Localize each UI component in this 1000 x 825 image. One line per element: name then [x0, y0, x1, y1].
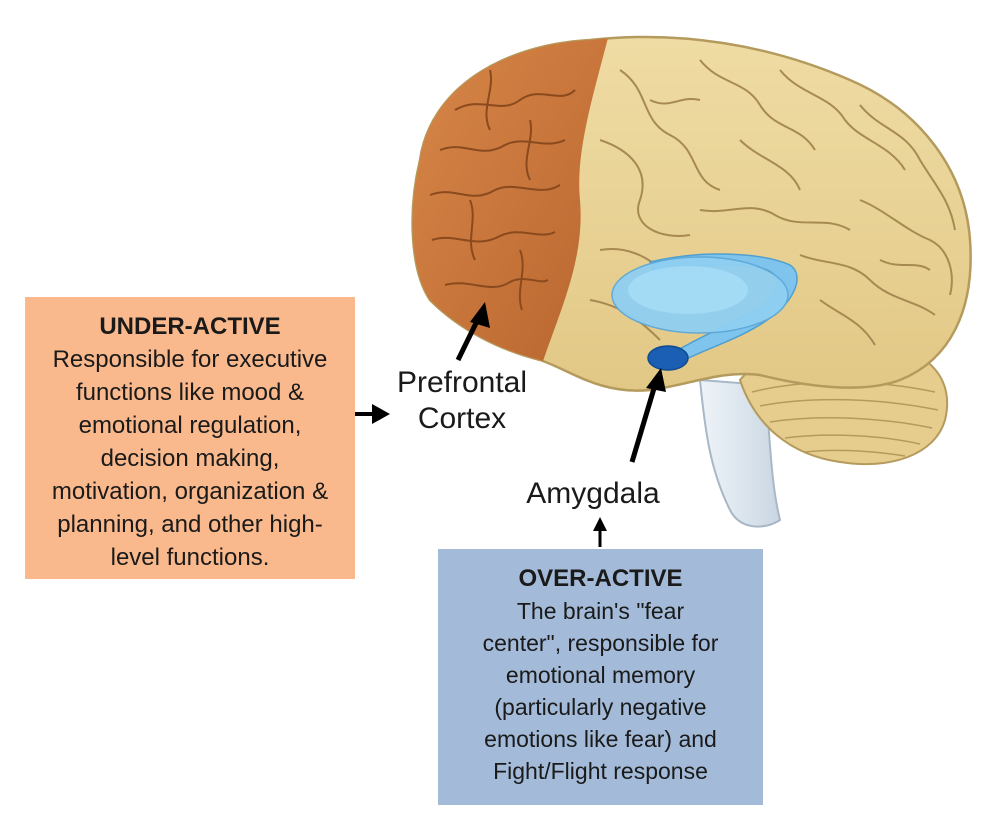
- over-active-title: OVER-ACTIVE: [518, 565, 683, 592]
- under-active-line: functions like mood &: [75, 379, 305, 406]
- under-active-line: level functions.: [110, 544, 270, 571]
- amygdala-arrow: [629, 368, 666, 463]
- prefrontal-cortex-label: Prefrontal Cortex: [378, 365, 546, 437]
- prefrontal-cortex-region: [412, 36, 610, 370]
- cerebrum: [411, 35, 972, 392]
- over-active-arrow: [593, 517, 607, 547]
- amygdala-label: Amygdala: [526, 477, 660, 510]
- under-active-line: decision making,: [100, 445, 280, 472]
- under-active-box: UNDER-ACTIVE Responsible for executive f…: [25, 297, 355, 579]
- over-active-line: The brain's "fear: [516, 598, 685, 624]
- over-active-line: center", responsible for: [482, 630, 719, 656]
- amygdala: [647, 345, 689, 371]
- prefrontal-label-line-2: Cortex: [417, 402, 507, 435]
- over-active-line: Fight/Flight response: [493, 758, 708, 784]
- under-active-line: planning, and other high-: [57, 511, 323, 538]
- under-active-line: Responsible for executive: [52, 346, 328, 373]
- under-active-line: emotional regulation,: [78, 412, 302, 439]
- over-active-line: emotional memory: [505, 662, 696, 688]
- over-active-box: OVER-ACTIVE The brain's "fear center", r…: [438, 549, 763, 805]
- prefrontal-arrow: [455, 302, 490, 362]
- under-active-title: UNDER-ACTIVE: [99, 313, 281, 340]
- under-active-line: motivation, organization &: [51, 478, 329, 505]
- prefrontal-label-line-1: Prefrontal: [396, 366, 528, 399]
- over-active-line: emotions like fear) and: [484, 726, 717, 752]
- over-active-line: (particularly negative: [494, 694, 707, 720]
